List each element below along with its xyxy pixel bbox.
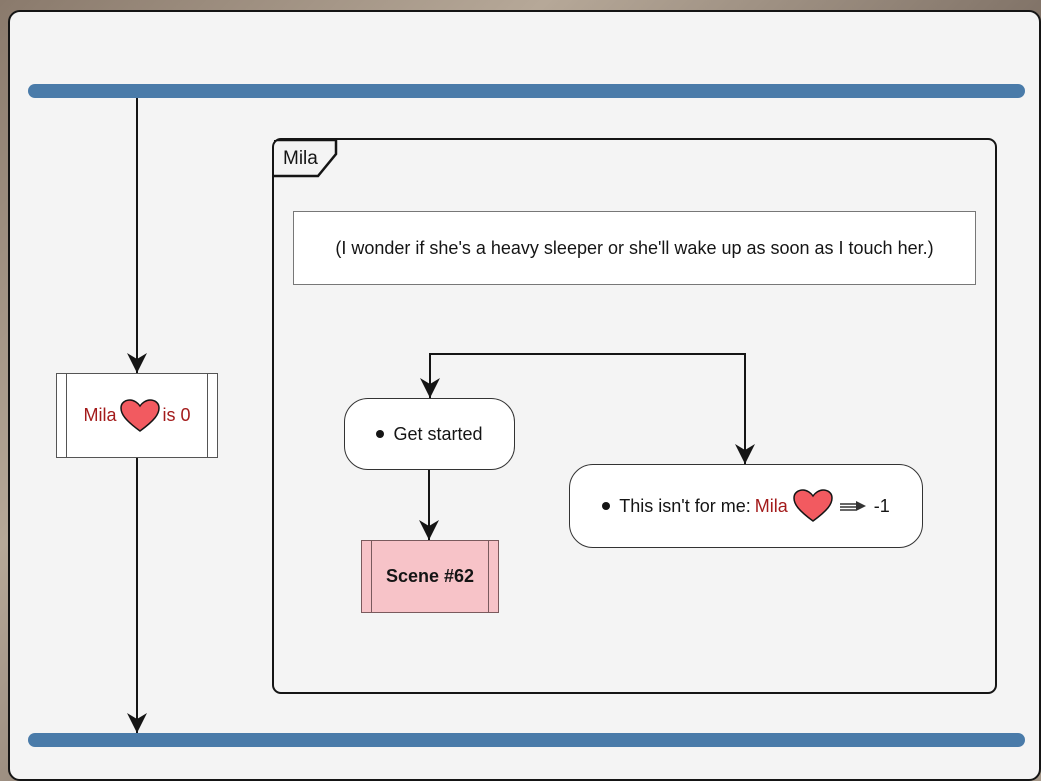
group-title: Mila bbox=[283, 148, 318, 169]
arrowhead bbox=[735, 444, 755, 464]
join-bar-bottom bbox=[28, 733, 1025, 747]
bullet-icon bbox=[376, 430, 385, 438]
scene-box[interactable]: Scene #62 bbox=[361, 540, 499, 613]
connector-branch bbox=[429, 353, 746, 464]
affection-change: -1 bbox=[873, 495, 890, 516]
choice-prefix: This isn't for me: bbox=[619, 495, 751, 516]
choice-label: Get started bbox=[393, 423, 483, 444]
arrowhead bbox=[127, 713, 147, 733]
scene-label: Scene #62 bbox=[385, 566, 475, 586]
heart-icon bbox=[119, 398, 160, 432]
narration-text: (I wonder if she's a heavy sleeper or sh… bbox=[335, 237, 934, 258]
affection-check-box: Mila is 0 bbox=[56, 373, 218, 458]
arrow-right-icon bbox=[839, 501, 866, 511]
choice-get-started[interactable]: Get started bbox=[344, 398, 515, 470]
character-name: Mila bbox=[754, 495, 788, 516]
choice-not-for-me[interactable]: This isn't for me: Mila -1 bbox=[569, 464, 923, 548]
heart-icon bbox=[792, 489, 833, 522]
narration-note: (I wonder if she's a heavy sleeper or sh… bbox=[293, 211, 976, 285]
fork-bar-top bbox=[28, 84, 1025, 98]
arrowhead bbox=[419, 520, 439, 540]
affection-value: is 0 bbox=[162, 405, 191, 425]
character-name: Mila bbox=[83, 405, 117, 425]
arrowhead bbox=[127, 353, 147, 373]
bullet-icon bbox=[602, 502, 611, 510]
arrowhead bbox=[420, 378, 440, 398]
group-title-tab bbox=[274, 140, 338, 178]
